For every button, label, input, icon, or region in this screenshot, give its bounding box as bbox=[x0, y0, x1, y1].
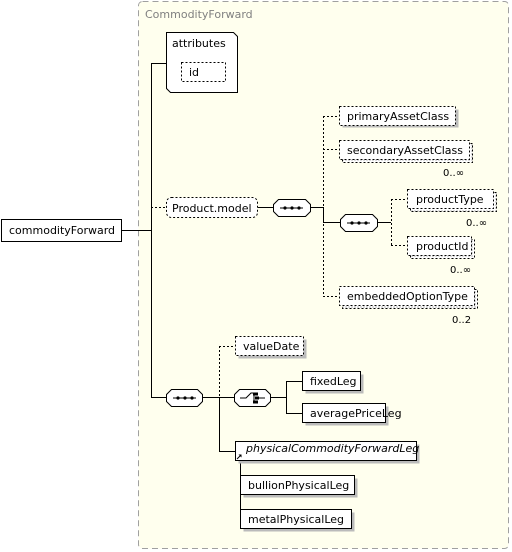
primary-asset-class-element[interactable]: primaryAssetClass bbox=[339, 106, 459, 128]
physical-commodity-forward-leg-label: physicalCommodityForwardLeg bbox=[245, 442, 419, 455]
embedded-option-type-element[interactable]: embeddedOptionType 0..2 bbox=[339, 286, 478, 327]
product-id-element[interactable]: productId 0..∞ bbox=[407, 236, 475, 277]
product-model-group[interactable]: Product.model bbox=[166, 197, 258, 218]
embedded-option-type-label: embeddedOptionType bbox=[347, 290, 468, 303]
product-type-label: productType bbox=[416, 193, 484, 206]
secondary-asset-class-label: secondaryAssetClass bbox=[347, 144, 463, 157]
product-type-occurs: 0..∞ bbox=[466, 218, 487, 229]
value-date-element[interactable]: valueDate bbox=[235, 336, 307, 359]
commodity-forward-type-container bbox=[138, 1, 509, 549]
primary-asset-class-label: primaryAssetClass bbox=[347, 110, 449, 123]
average-price-leg-element[interactable]: averagePriceLeg bbox=[302, 403, 402, 426]
sequence-icon[interactable] bbox=[273, 199, 311, 217]
fixed-leg-label: fixedLeg bbox=[310, 375, 357, 388]
metal-physical-leg-label: metalPhysicalLeg bbox=[248, 513, 344, 526]
product-id-label: productId bbox=[416, 240, 469, 253]
product-type-element[interactable]: productType 0..∞ bbox=[407, 189, 497, 230]
attributes-group[interactable]: attributes id bbox=[166, 32, 238, 93]
bullion-physical-leg-label: bullionPhysicalLeg bbox=[248, 479, 349, 492]
container-title: CommodityForward bbox=[145, 8, 253, 21]
physical-commodity-forward-leg-element[interactable]: physicalCommodityForwardLeg bbox=[235, 441, 420, 464]
product-id-occurs: 0..∞ bbox=[450, 265, 471, 276]
fixed-leg-element[interactable]: fixedLeg bbox=[302, 371, 364, 394]
id-attribute-label: id bbox=[189, 66, 199, 79]
average-price-leg-label: averagePriceLeg bbox=[310, 407, 402, 420]
abstract-arrow-icon bbox=[236, 454, 242, 460]
commodity-forward-label: commodityForward bbox=[9, 224, 115, 237]
commodity-forward-element[interactable]: commodityForward bbox=[1, 219, 122, 242]
connector-lines bbox=[122, 63, 391, 521]
choice-sequence-icon[interactable] bbox=[340, 214, 378, 232]
optional-connectors bbox=[151, 116, 407, 397]
id-attribute[interactable]: id bbox=[181, 62, 226, 82]
bullion-physical-leg-element[interactable]: bullionPhysicalLeg bbox=[240, 475, 358, 498]
metal-physical-leg-element[interactable]: metalPhysicalLeg bbox=[240, 509, 355, 532]
choice-icon[interactable] bbox=[234, 389, 271, 407]
product-model-label: Product.model bbox=[172, 202, 252, 215]
secondary-asset-class-element[interactable]: secondaryAssetClass 0..∞ bbox=[339, 140, 473, 180]
value-date-label: valueDate bbox=[243, 340, 300, 353]
secondary-asset-class-occurs: 0..∞ bbox=[443, 168, 464, 179]
attributes-label: attributes bbox=[172, 37, 226, 50]
embedded-option-type-occurs: 0..2 bbox=[452, 315, 471, 326]
main-sequence-icon[interactable] bbox=[166, 389, 203, 407]
